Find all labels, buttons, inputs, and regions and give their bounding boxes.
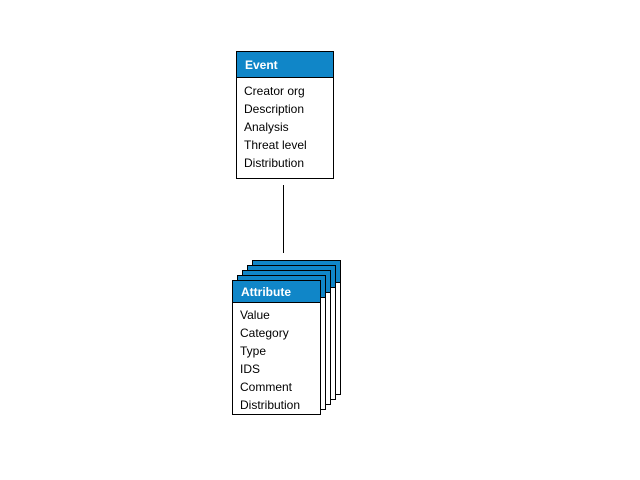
event-title: Event (245, 57, 278, 72)
event-attribute-connector-line (283, 185, 284, 253)
event-entity-box: Event Creator org Description Analysis T… (236, 51, 334, 179)
attribute-title: Attribute (241, 284, 291, 299)
event-field: Analysis (244, 120, 289, 134)
event-field: Description (244, 102, 305, 116)
attribute-field: Distribution (240, 398, 301, 412)
event-field: Threat level (244, 138, 307, 152)
event-field-list: Creator org Description Analysis Threat … (237, 78, 333, 172)
attribute-field: Type (240, 344, 267, 358)
attribute-field-list: Value Category Type IDS Comment Distribu… (233, 303, 320, 414)
attribute-header: Attribute (233, 281, 320, 303)
event-header: Event (237, 52, 333, 78)
attribute-field: Value (240, 308, 270, 322)
attribute-entity-box: Attribute Value Category Type IDS Commen… (232, 280, 321, 415)
event-field: Creator org (244, 84, 305, 98)
attribute-field: Category (240, 326, 289, 340)
attribute-field: IDS (240, 362, 261, 376)
event-field: Distribution (244, 156, 305, 170)
attribute-field: Comment (240, 380, 293, 394)
